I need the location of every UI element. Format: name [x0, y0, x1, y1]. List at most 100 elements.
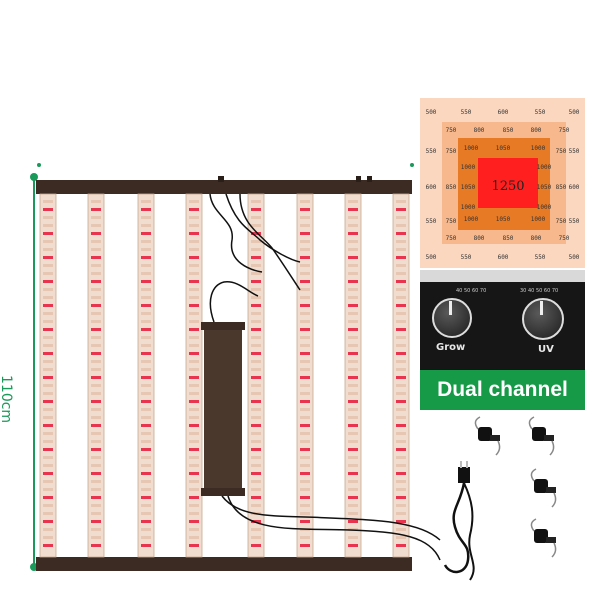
led-diode: [43, 248, 53, 251]
led-diode: [348, 232, 358, 235]
led-diode: [43, 536, 53, 539]
led-diode: [300, 536, 310, 539]
driver-box: [204, 322, 242, 496]
bottom-frame-bar: [36, 557, 412, 571]
led-diode: [43, 544, 53, 547]
led-diode: [300, 296, 310, 299]
led-diode: [251, 344, 261, 347]
led-diode: [251, 488, 261, 491]
led-diode: [91, 544, 101, 547]
led-diode: [91, 392, 101, 395]
led-diode: [141, 488, 151, 491]
led-diode: [141, 408, 151, 411]
led-diode: [348, 464, 358, 467]
led-diode: [348, 360, 358, 363]
led-diode: [251, 288, 261, 291]
led-diode: [348, 224, 358, 227]
led-diode: [91, 416, 101, 419]
led-diode: [300, 272, 310, 275]
controller-top-edge: [420, 270, 585, 282]
led-diode: [91, 464, 101, 467]
led-diode: [396, 296, 406, 299]
led-diode: [141, 336, 151, 339]
led-diode: [91, 336, 101, 339]
ppfd-value: 500: [568, 253, 580, 261]
led-diode: [91, 320, 101, 323]
led-diode: [141, 248, 151, 251]
led-diode: [189, 424, 199, 427]
led-diode: [141, 400, 151, 403]
led-diode: [300, 216, 310, 219]
led-diode: [91, 424, 101, 427]
led-diode: [300, 312, 310, 315]
uv-knob-pointer: [540, 301, 543, 315]
led-diode: [396, 520, 406, 523]
led-diode: [396, 248, 406, 251]
led-diode: [300, 240, 310, 243]
ppfd-value: 550: [568, 147, 580, 155]
ppfd-center-value: 1250: [491, 178, 525, 194]
led-diode: [300, 488, 310, 491]
ppfd-value: 550: [534, 108, 546, 116]
ppfd-value: 1050: [460, 183, 476, 191]
led-diode: [396, 232, 406, 235]
led-diode: [189, 264, 199, 267]
led-diode: [43, 224, 53, 227]
led-diode: [348, 312, 358, 315]
led-diode: [189, 352, 199, 355]
led-diode: [141, 256, 151, 259]
led-diode: [348, 512, 358, 515]
led-diode: [300, 456, 310, 459]
led-diode: [141, 472, 151, 475]
ppfd-value: 850: [445, 183, 457, 191]
cable: [225, 193, 301, 263]
led-diode: [43, 472, 53, 475]
grow-knob-icon: [432, 298, 472, 338]
led-diode: [189, 432, 199, 435]
led-diode: [189, 488, 199, 491]
led-diode: [396, 240, 406, 243]
led-diode: [300, 496, 310, 499]
ppfd-value: 500: [568, 108, 580, 116]
led-diode: [141, 344, 151, 347]
led-diode: [141, 264, 151, 267]
led-diode: [251, 464, 261, 467]
led-diode: [348, 544, 358, 547]
cable: [209, 193, 263, 273]
led-diode: [91, 536, 101, 539]
ppfd-value: 750: [555, 147, 567, 155]
led-diode: [91, 304, 101, 307]
led-diode: [91, 360, 101, 363]
led-diode: [251, 368, 261, 371]
ppfd-value: 1000: [460, 163, 476, 171]
led-diode: [189, 256, 199, 259]
led-diode: [43, 456, 53, 459]
power-cord-plug-icon: [443, 461, 475, 581]
led-diode: [251, 536, 261, 539]
led-diode: [300, 464, 310, 467]
led-diode: [189, 344, 199, 347]
led-diode: [251, 248, 261, 251]
ppfd-value: 600: [568, 183, 580, 191]
led-diode: [348, 440, 358, 443]
led-diode: [43, 208, 53, 211]
led-diode: [189, 512, 199, 515]
dual-channel-banner: Dual channel: [420, 370, 585, 410]
led-diode: [251, 224, 261, 227]
led-diode: [251, 424, 261, 427]
led-diode: [91, 288, 101, 291]
led-diode: [396, 448, 406, 451]
led-diode: [91, 312, 101, 315]
led-diode: [189, 320, 199, 323]
led-diode: [300, 400, 310, 403]
led-diode: [300, 408, 310, 411]
led-diode: [189, 400, 199, 403]
led-diode: [300, 256, 310, 259]
ppfd-value: 550: [568, 217, 580, 225]
led-diode: [251, 520, 261, 523]
led-diode: [300, 352, 310, 355]
led-diode: [348, 368, 358, 371]
led-diode: [189, 528, 199, 531]
ppfd-value: 500: [425, 108, 437, 116]
led-diode: [396, 432, 406, 435]
